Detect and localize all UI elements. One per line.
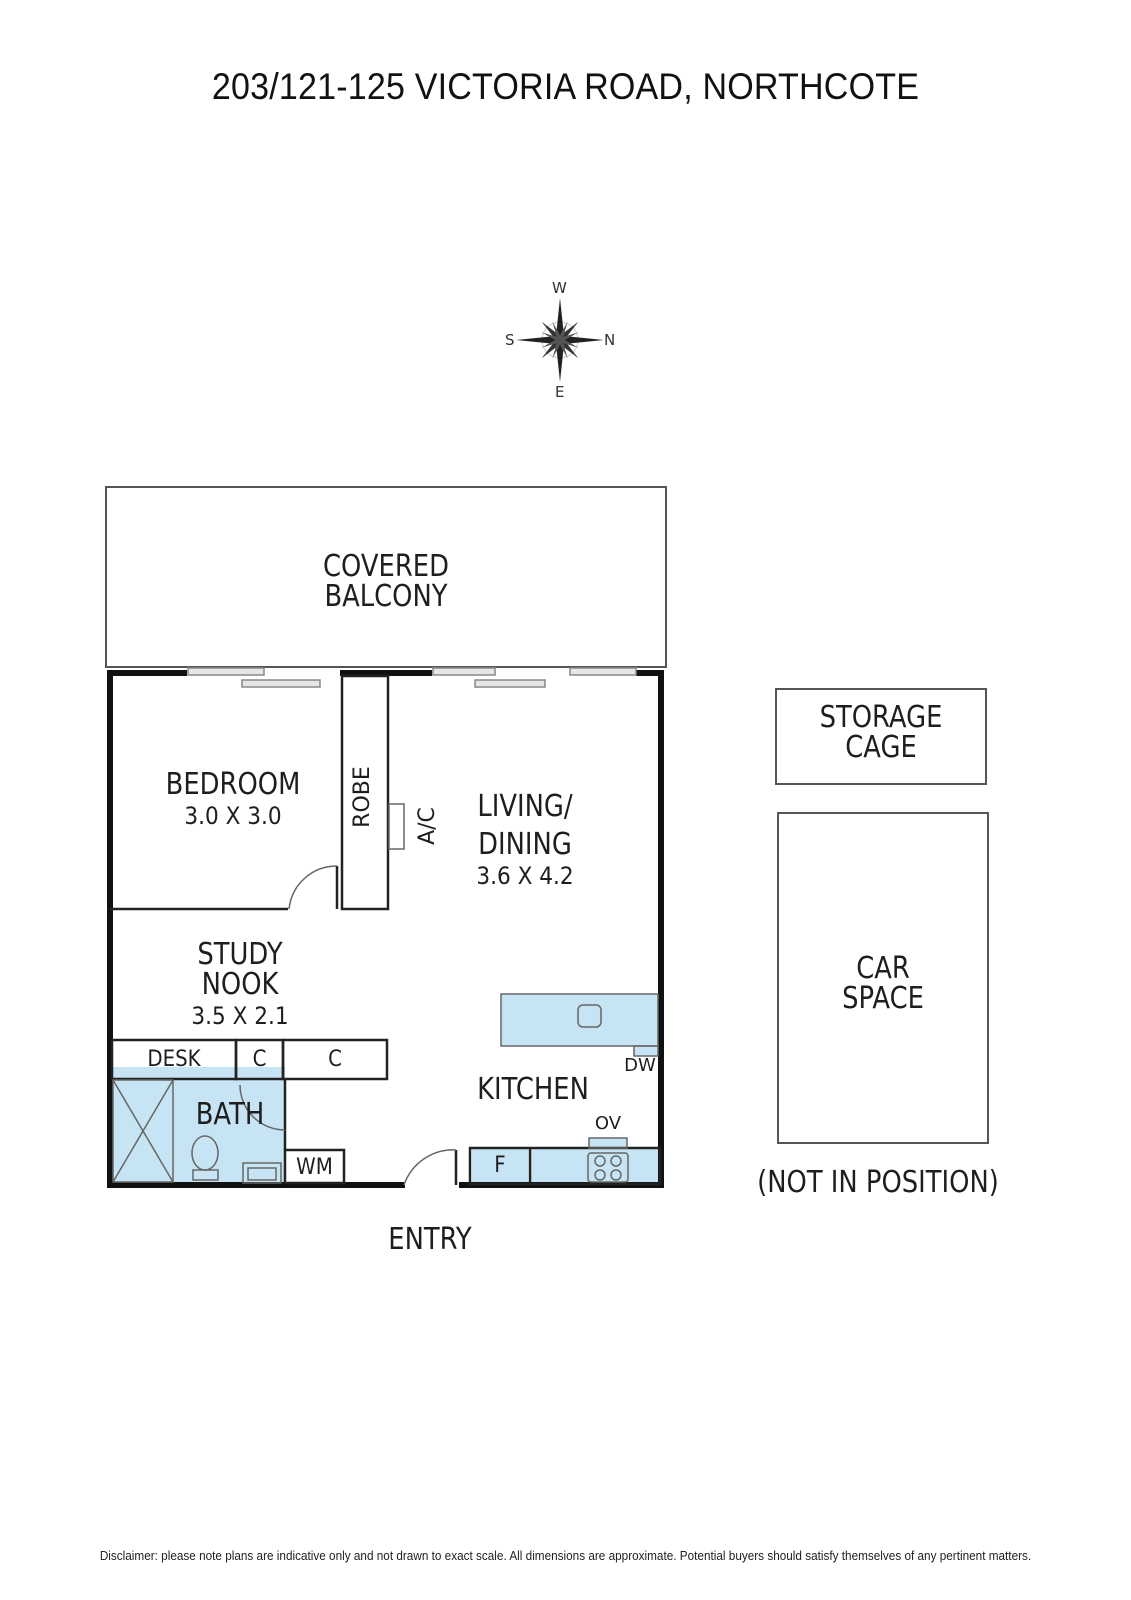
car-label-line2: SPACE [842, 981, 924, 1016]
robe-label: ROBE [350, 766, 375, 828]
desk-label: DESK [147, 1047, 201, 1072]
compass-west-label: W [552, 279, 567, 297]
page-title: 203/121-125 VICTORIA ROAD, NORTHCOTE [211, 66, 920, 107]
balcony-label-line2: BALCONY [324, 579, 448, 614]
compass-north-label: N [604, 331, 616, 349]
cupboard-label-1: C [252, 1047, 267, 1072]
sliding-doors [187, 667, 637, 688]
living-label-line1: LIVING/ [477, 789, 573, 824]
exterior-walls [107, 670, 664, 1188]
interior-walls [110, 674, 662, 1186]
car-label-line1: CAR [856, 951, 910, 986]
storage-label-line2: CAGE [845, 730, 917, 765]
car-space-outline [777, 812, 989, 1144]
bedroom-dimensions: 3.0 X 3.0 [184, 802, 282, 830]
disclaimer-text: Disclaimer: please note plans are indica… [99, 1549, 1032, 1563]
study-label-line2: NOOK [201, 967, 279, 1002]
fridge-label: F [494, 1153, 506, 1178]
compass-south-label: S [505, 331, 515, 349]
storage-label-line1: STORAGE [819, 700, 943, 735]
storage-cage-label: STORAGE CAGE [795, 703, 967, 763]
study-dimensions: 3.5 X 2.1 [191, 1002, 289, 1030]
bath-label: BATH [195, 1097, 265, 1132]
washing-machine-label: WM [296, 1155, 333, 1180]
kitchen-label: KITCHEN [477, 1072, 589, 1107]
balcony-outline [105, 486, 667, 668]
balcony-label: COVERED BALCONY [300, 552, 472, 612]
living-dining-label: LIVING/ DINING 3.6 X 4.2 [440, 789, 610, 890]
storage-cage-outline [775, 688, 987, 785]
living-label-line2: DINING [478, 827, 572, 862]
compass-east-label: E [555, 383, 565, 401]
not-in-position-note: (NOT IN POSITION) [757, 1165, 999, 1200]
cupboard-label-2: C [328, 1047, 342, 1072]
entry-label: ENTRY [388, 1222, 472, 1257]
oven-label: OV [594, 1113, 622, 1134]
study-nook-label: STUDY NOOK 3.5 X 2.1 [140, 937, 340, 1030]
car-space-label: CAR SPACE [797, 954, 969, 1014]
living-dimensions: 3.6 X 4.2 [476, 862, 574, 890]
study-label-line1: STUDY [197, 937, 283, 972]
bedroom-label: BEDROOM 3.0 X 3.0 [133, 767, 333, 830]
compass-rose-icon [516, 298, 604, 382]
bedroom-name: BEDROOM [165, 767, 301, 802]
balcony-label-line1: COVERED [323, 549, 449, 584]
fixture-details [112, 803, 659, 1186]
ac-label: A/C [415, 807, 440, 845]
dishwasher-label: DW [624, 1055, 656, 1076]
